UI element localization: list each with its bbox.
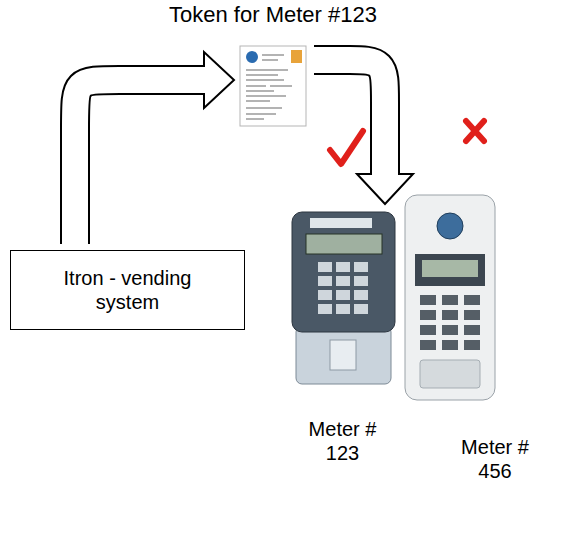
meter-keypad bbox=[318, 262, 368, 314]
meter-panel bbox=[415, 254, 485, 286]
meter-body bbox=[405, 195, 495, 400]
receipt-paper bbox=[240, 46, 306, 126]
meter-base bbox=[296, 326, 391, 384]
receipt-stamp bbox=[291, 50, 302, 63]
meter-device: Meter # 123 bbox=[285, 208, 400, 465]
token-receipt-picture bbox=[240, 46, 306, 126]
node-text: Itron - vending system bbox=[43, 266, 213, 314]
arrow-fill bbox=[75, 80, 204, 244]
node-text: Meter # 456 bbox=[453, 435, 537, 483]
meter-base bbox=[420, 360, 480, 388]
meter-window bbox=[330, 340, 356, 370]
arrow-join bbox=[372, 170, 398, 176]
arrow-outline bbox=[314, 60, 385, 174]
node-text: Meter # 123 bbox=[301, 417, 385, 465]
token-receipt: Token for Meter #123 bbox=[238, 45, 308, 127]
cross-mark bbox=[466, 121, 484, 141]
meter-picture bbox=[405, 195, 495, 400]
arrow-join bbox=[200, 67, 206, 93]
arrow-fill bbox=[314, 60, 385, 174]
receipt-lines bbox=[246, 55, 292, 119]
check-mark bbox=[330, 131, 363, 164]
meter-device: Meter # 456 bbox=[440, 193, 550, 483]
system-box: Itron - vending system bbox=[10, 250, 245, 330]
hollow-arrow bbox=[314, 60, 413, 204]
receipt-logo bbox=[246, 51, 258, 63]
arrow-head bbox=[204, 52, 234, 108]
meter-display bbox=[422, 260, 478, 277]
meter-picture bbox=[292, 212, 395, 384]
node-text: Token for Meter #123 bbox=[169, 2, 377, 28]
meter-label bbox=[310, 218, 372, 228]
arrow-outline bbox=[75, 80, 204, 244]
arrow-head bbox=[357, 174, 413, 204]
hollow-arrow bbox=[75, 52, 234, 244]
meter-display bbox=[306, 234, 382, 254]
meter-dial bbox=[437, 213, 463, 239]
meter-body bbox=[292, 212, 395, 332]
meter-keypad bbox=[420, 295, 480, 350]
